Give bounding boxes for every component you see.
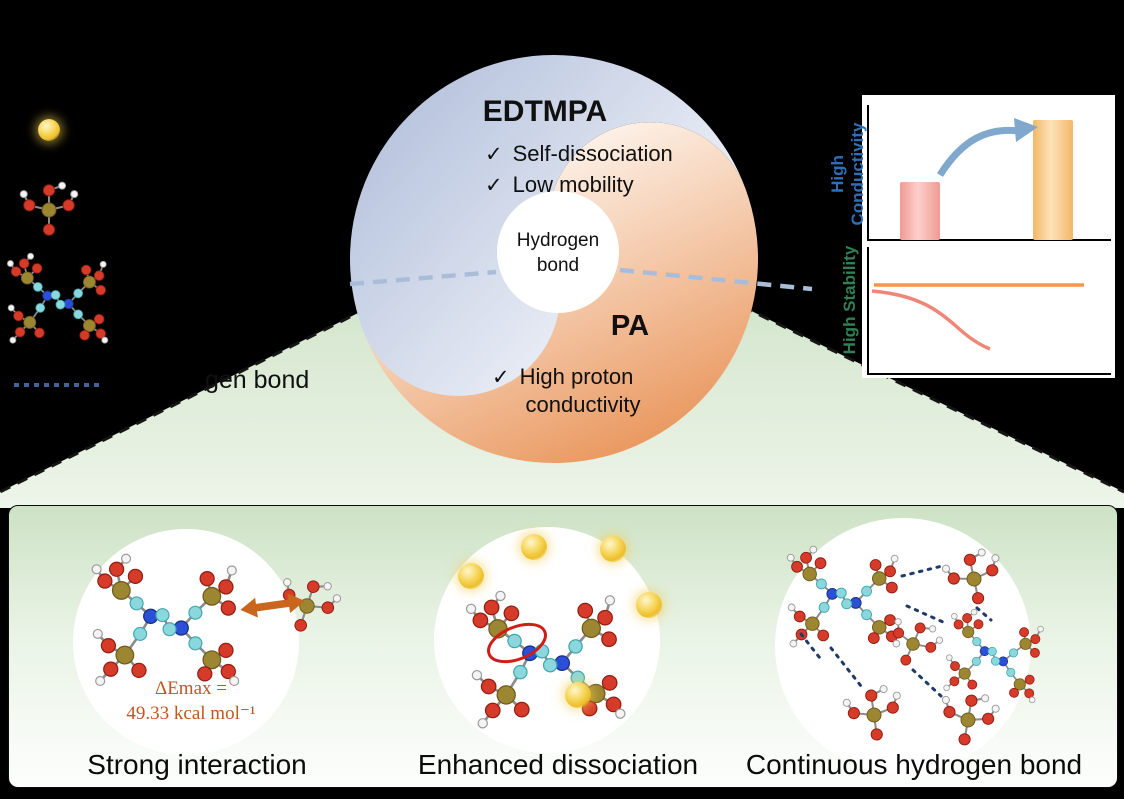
stability-axes [867,247,1111,375]
right-dash-line [619,267,813,292]
pa-molecule-icon [842,685,901,741]
edtmpa-item-label: Self-dissociation [512,141,673,166]
performance-chart-panel [862,95,1115,378]
edtmpa-title: EDTMPA [482,95,608,128]
hydrogen-bond-circle [497,191,619,313]
edtmpa-molecule-icon [91,553,240,687]
pa-title: PA [610,310,650,342]
caption-enhanced-dissociation: Enhanced dissociation [417,749,699,780]
edtmpa-item-label: Low mobility [512,172,634,197]
edtmpa-molecule-icon [786,545,901,648]
dissociation-highlight-ellipse [487,622,547,664]
pa-molecule-icon [19,181,79,236]
pa-item-high-proton: ✓ High proton [492,364,633,390]
stability-axis-label: High Stability [840,245,859,355]
pa-item-label-line2: conductivity [525,392,641,417]
hydrogen-bond-dotted-lines [799,564,993,698]
proton-icon [458,563,484,589]
pa-molecule-icon [893,618,944,666]
conductivity-axes [867,105,1111,241]
edtmpa-molecule-icon [6,252,109,344]
check-icon: ✓ [492,365,510,389]
decaying-line [871,289,991,351]
mechanism-panel: ΔEmax = 49.33 kcal mol⁻¹ Strong interact… [8,505,1118,788]
edtmpa-item-low-mobility: ✓ Low mobility [485,172,634,198]
bar-low-conductivity [900,182,940,240]
hydrogen-bond-line1: Hydrogen [516,230,600,251]
proton-icon [565,682,591,708]
check-icon: ✓ [485,142,503,166]
proton-icon [38,119,60,141]
increase-arrow-head-icon [1014,118,1038,142]
bar-high-conductivity [1033,120,1073,240]
left-dash-line [349,269,497,287]
pa-item-label-line1: High proton [519,364,634,389]
check-icon: ✓ [485,173,503,197]
proton-icon [600,536,626,562]
hydrogen-bond-center-label: Hydrogen bond [498,228,618,278]
pa-molecule-icon [941,548,1000,605]
edtmpa-molecule-icon [943,608,1044,704]
mechanism-overlay [240,564,993,698]
caption-continuous-hydrogen-bond: Continuous hydrogen bond [745,749,1083,780]
edtmpa-item-self-dissociation: ✓ Self-dissociation [485,141,673,167]
proton-icon [636,592,662,618]
proton-icon [521,534,547,560]
increase-arrow-shaft [937,126,1021,177]
delta-e-annotation-line2: 49.33 kcal mol⁻¹ [126,703,256,724]
performance-charts [867,105,1111,375]
hydrogen-bond-line2: bond [536,255,580,276]
delta-e-annotation-line1: ΔEmax = [154,678,227,699]
hydrogen-bond-connector-dashes [349,267,813,292]
hydrogen-bond-dash-icon [14,383,102,387]
caption-strong-interaction: Strong interaction [87,749,307,780]
pa-molecule-icon [941,694,1000,746]
yin-yang-diagram [350,55,758,463]
interaction-double-arrow-icon [240,593,305,618]
hydrogen-bond-legend-label: gen bond [205,366,310,394]
conductivity-axis-label: High Conductivity [828,122,867,226]
